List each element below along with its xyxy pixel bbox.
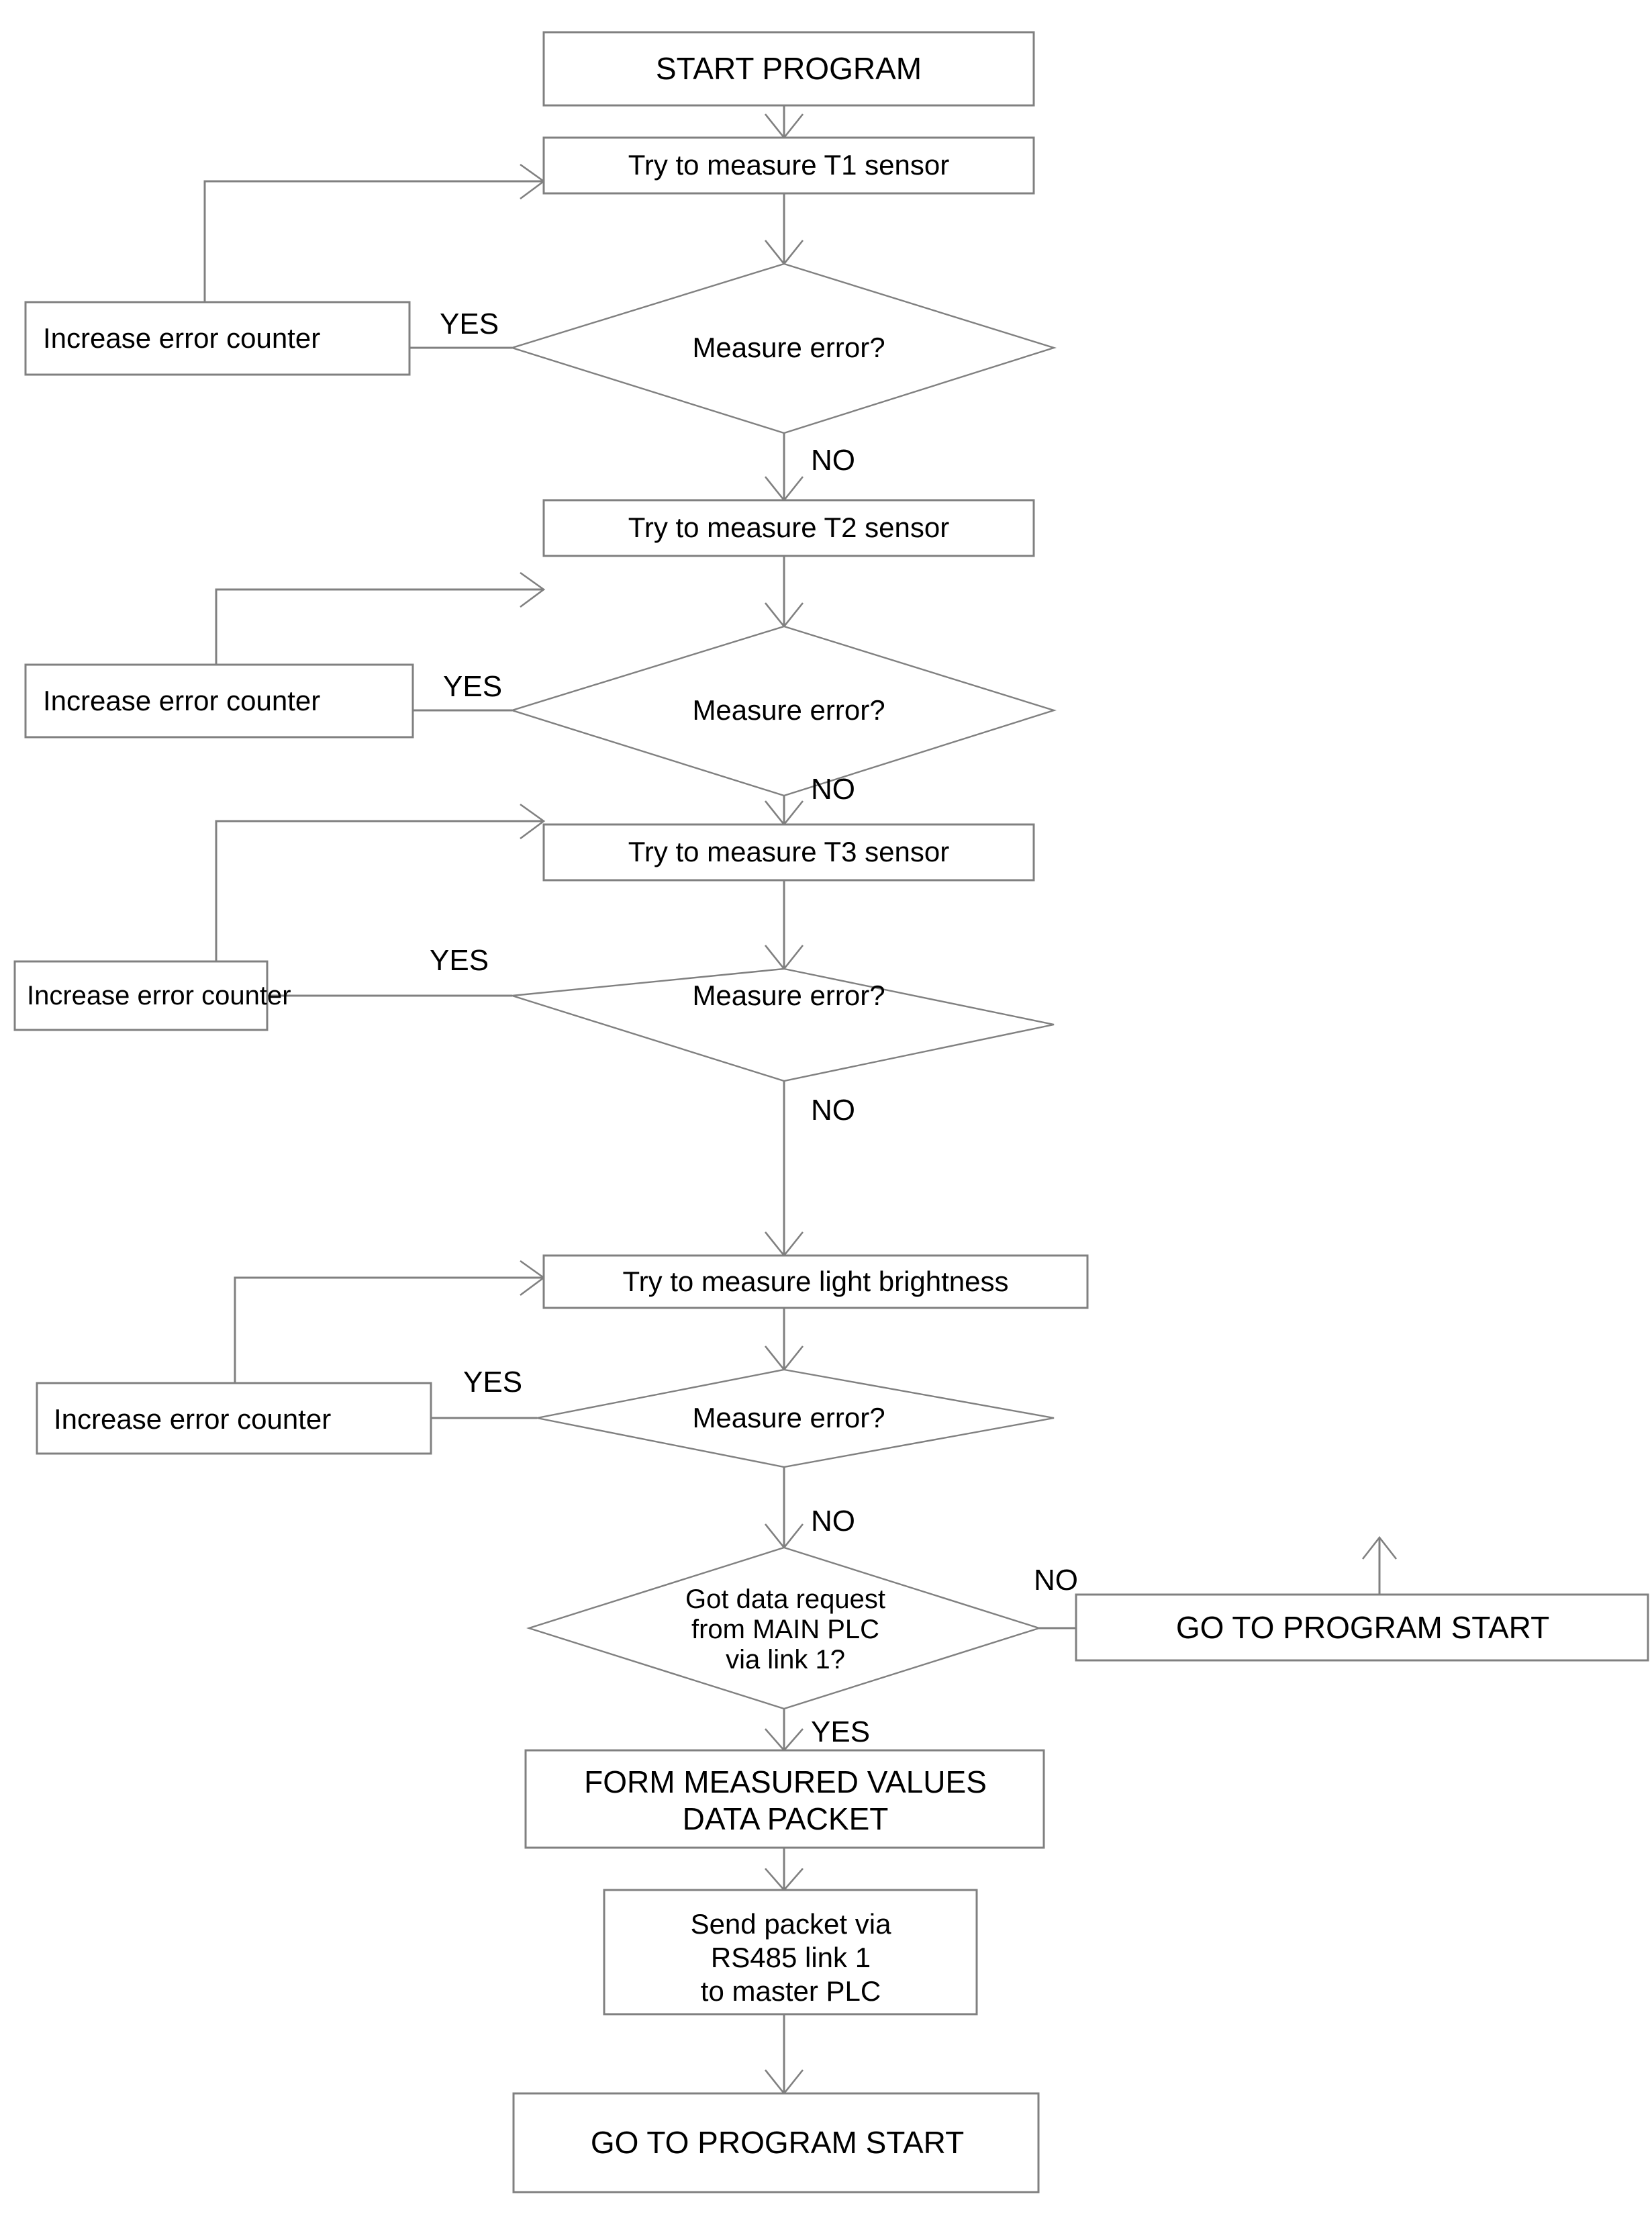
node-decision-measure-error-light[interactable]: Measure error?	[536, 1368, 1055, 1468]
node-send-packet[interactable]: Send packet via RS485 link 1 to master P…	[603, 1889, 978, 2016]
node-measure-light[interactable]: Try to measure light brightness	[542, 1254, 1089, 1309]
node-error-counter-light[interactable]: Increase error counter	[36, 1382, 432, 1455]
edge-label-t1-no: NO	[811, 444, 855, 477]
node-decision-measure-error-t1-label: Measure error?	[692, 332, 885, 363]
arrowhead-gotoright-up	[1361, 1535, 1398, 1560]
node-error-counter-t3[interactable]: Increase error counter	[13, 960, 291, 1031]
edge-errorcounter2-loopback	[215, 588, 544, 665]
edge-label-t1-yes: YES	[440, 308, 499, 340]
connector-layer	[203, 105, 1398, 2095]
edge-label-light-no: NO	[811, 1505, 855, 1538]
edge-errorcounter1-loopback	[203, 180, 544, 302]
node-goto-program-start-right[interactable]: GO TO PROGRAM START	[1075, 1593, 1649, 1662]
node-error-counter-t2[interactable]: Increase error counter	[24, 663, 414, 739]
edge-errorcounter3-loopback	[215, 820, 544, 961]
node-measure-t2-label: Try to measure T2 sensor	[628, 512, 950, 543]
node-decision-data-request-line3: via link 1?	[726, 1645, 845, 1674]
node-goto-program-start-bottom[interactable]: GO TO PROGRAM START	[512, 2092, 1040, 2193]
node-form-data-packet[interactable]: FORM MEASURED VALUES DATA PACKET	[524, 1749, 1045, 1849]
node-error-counter-t2-label: Increase error counter	[43, 685, 320, 716]
node-measure-t1[interactable]: Try to measure T1 sensor	[542, 136, 1035, 195]
edge-label-t3-no: NO	[811, 1094, 855, 1127]
node-decision-measure-error-t2-label: Measure error?	[692, 694, 885, 726]
node-decision-measure-error-t3-label: Measure error?	[692, 980, 885, 1011]
edge-label-request-yes: YES	[811, 1715, 870, 1748]
node-start-program-label: START PROGRAM	[656, 51, 922, 86]
node-decision-data-request-line1: Got data request	[685, 1585, 885, 1614]
node-form-data-packet-line2: DATA PACKET	[683, 1801, 889, 1836]
node-decision-data-request[interactable]: Got data request from MAIN PLC via link …	[526, 1546, 1042, 1710]
node-send-packet-line2: RS485 link 1	[711, 1942, 871, 1973]
node-form-data-packet-line1: FORM MEASURED VALUES	[584, 1764, 987, 1799]
node-goto-program-start-right-label: GO TO PROGRAM START	[1176, 1610, 1549, 1645]
node-measure-t3[interactable]: Try to measure T3 sensor	[542, 823, 1035, 882]
node-error-counter-light-label: Increase error counter	[54, 1403, 331, 1435]
edge-label-light-yes: YES	[463, 1366, 522, 1399]
edge-label-t2-yes: YES	[443, 670, 502, 703]
node-error-counter-t3-label: Increase error counter	[27, 981, 291, 1010]
node-start-program[interactable]: START PROGRAM	[542, 31, 1035, 107]
edge-label-t2-no: NO	[811, 773, 855, 806]
node-decision-measure-error-light-label: Measure error?	[692, 1402, 885, 1433]
node-decision-measure-error-t3[interactable]: Measure error?	[512, 967, 1055, 1082]
node-measure-t3-label: Try to measure T3 sensor	[628, 836, 950, 867]
node-decision-data-request-line2: from MAIN PLC	[691, 1615, 879, 1644]
edge-label-t3-yes: YES	[430, 944, 489, 977]
node-decision-measure-error-t1[interactable]: Measure error?	[509, 263, 1057, 434]
edge-label-request-no: NO	[1034, 1564, 1078, 1597]
node-goto-program-start-bottom-label: GO TO PROGRAM START	[591, 2125, 964, 2160]
node-send-packet-line3: to master PLC	[701, 1975, 881, 2007]
arrowhead-errorcounter3-loopback	[520, 803, 546, 840]
edge-errorcounter4-loopback	[234, 1276, 544, 1383]
arrowhead-errorcounter2-loopback	[520, 571, 546, 608]
node-measure-light-label: Try to measure light brightness	[622, 1266, 1008, 1297]
node-decision-measure-error-t2[interactable]: Measure error?	[509, 625, 1057, 797]
node-send-packet-line1: Send packet via	[691, 1908, 892, 1940]
node-measure-t2[interactable]: Try to measure T2 sensor	[542, 499, 1035, 557]
node-error-counter-t1-label: Increase error counter	[43, 322, 320, 354]
node-measure-t1-label: Try to measure T1 sensor	[628, 149, 950, 181]
node-error-counter-t1[interactable]: Increase error counter	[24, 301, 411, 376]
